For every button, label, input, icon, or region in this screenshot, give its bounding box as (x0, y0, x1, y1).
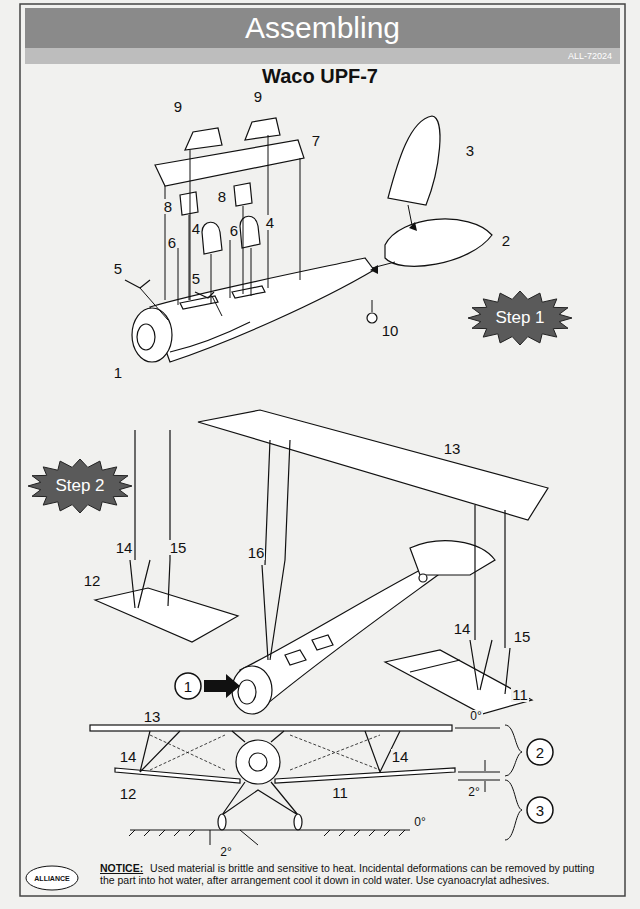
callout-number: 7 (311, 133, 321, 148)
page-title: Assembling (25, 8, 620, 48)
dimension-lines (129, 725, 522, 845)
view-circle: 1 (174, 672, 202, 700)
text-label: 0° (469, 710, 482, 722)
front-view (90, 725, 455, 830)
callout-number: 10 (381, 323, 400, 338)
view-circle: 2 (526, 738, 554, 766)
callout-number: 6 (229, 223, 239, 238)
callout-number: 15 (513, 629, 532, 644)
callout-number: 11 (331, 785, 349, 800)
callout-number: 15 (169, 540, 188, 555)
notice-block: NOTICE: Used material is brittle and sen… (100, 862, 605, 886)
text-label: ALL-72024 (567, 52, 613, 61)
title-band (25, 8, 620, 48)
step-starburst: Step 1 (467, 290, 573, 346)
callout-number: 4 (265, 215, 275, 230)
callout-number: 16 (247, 545, 266, 560)
page-border (20, 4, 625, 896)
view-number: 1 (184, 678, 192, 695)
callout-number: 3 (465, 143, 475, 158)
callout-number: 14 (115, 540, 134, 555)
step-starburst: Step 2 (27, 458, 133, 514)
callout-number: 1 (113, 365, 123, 380)
view-arrow (204, 674, 240, 698)
callout-number: 12 (119, 786, 138, 801)
text-label: 0° (413, 816, 426, 828)
callout-number: 13 (143, 709, 162, 724)
text-label: ALLIANCE (33, 875, 70, 882)
text-label: Waco UPF-7 (261, 66, 379, 86)
view-number: 3 (536, 802, 544, 819)
callout-number: 14 (391, 749, 410, 764)
step1-drawing (125, 116, 492, 362)
callout-number: 6 (167, 235, 177, 250)
step2-drawing (95, 410, 548, 714)
notice-heading: NOTICE: (100, 862, 143, 874)
text-label: 2° (219, 846, 232, 858)
notice-text: Used material is brittle and sensitive t… (100, 862, 594, 886)
callout-number: 9 (173, 99, 183, 114)
leader-lines (140, 135, 412, 320)
callout-number: 12 (83, 573, 102, 588)
arrowheads (370, 222, 417, 274)
callout-number: 5 (191, 271, 201, 286)
text-label: 2° (467, 786, 480, 798)
callout-number: 8 (217, 189, 227, 204)
callout-number: 11 (511, 687, 529, 702)
step-label: Step 1 (495, 308, 544, 328)
callout-number: 14 (453, 621, 472, 636)
title-subband (25, 48, 620, 64)
callout-number: 2 (501, 233, 511, 248)
view-number: 2 (536, 744, 544, 761)
view-circle: 3 (526, 796, 554, 824)
callout-number: 9 (253, 89, 263, 104)
step-label: Step 2 (55, 476, 104, 496)
callout-number: 4 (191, 221, 201, 236)
callout-number: 13 (443, 441, 462, 456)
callout-number: 5 (113, 261, 123, 276)
logo (26, 866, 78, 890)
callout-number: 8 (163, 199, 173, 214)
struts (130, 430, 510, 694)
callout-number: 14 (119, 749, 138, 764)
